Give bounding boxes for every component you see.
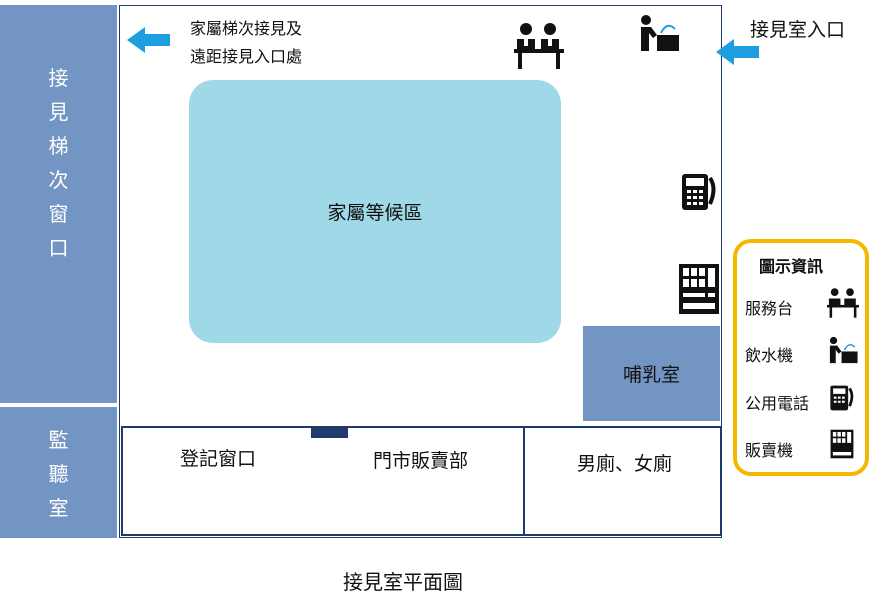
restroom-room bbox=[523, 426, 722, 536]
legend-label-public-phone: 公用電話 bbox=[745, 394, 810, 413]
registration-window-label: 登記窗口 bbox=[180, 448, 257, 470]
visit-room-entrance-label: 接見室入口 bbox=[750, 19, 846, 41]
service-desk-icon bbox=[514, 23, 564, 69]
water-fountain-icon bbox=[641, 15, 679, 51]
door-marker bbox=[311, 426, 348, 438]
family-entrance-line2: 遠距接見入口處 bbox=[190, 47, 303, 66]
legend-label-water-fountain: 飲水機 bbox=[745, 346, 794, 365]
nursing-room-label: 哺乳室 bbox=[622, 364, 680, 386]
legend-label-vending-machine: 販賣機 bbox=[745, 441, 794, 460]
legend-label-service-desk: 服務台 bbox=[745, 299, 794, 318]
monitor-room-panel: 監 聽 室 bbox=[0, 407, 117, 538]
family-entrance-line1: 家屬梯次接見及 bbox=[190, 19, 303, 38]
public-phone-icon bbox=[830, 385, 854, 411]
nursing-room: 哺乳室 bbox=[583, 326, 720, 421]
visit-entrance-arrow-icon bbox=[716, 39, 759, 65]
legend-box: 圖示資訊 服務台 飲水機 公用電話 販賣機 bbox=[733, 239, 869, 476]
restrooms-label: 男廁、女廁 bbox=[577, 453, 673, 475]
left-arrow-icon bbox=[127, 27, 170, 53]
floor-plan-outline bbox=[119, 5, 722, 538]
legend-title: 圖示資訊 bbox=[759, 257, 824, 276]
waiting-area: 家屬等候區 bbox=[189, 80, 561, 343]
visit-window-panel: 接 見 梯 次 窗 口 bbox=[0, 5, 117, 403]
water-fountain-icon bbox=[829, 336, 858, 364]
monitor-room-label: 監 聽 室 bbox=[48, 428, 69, 520]
registration-store-room bbox=[121, 426, 525, 536]
vending-machine-icon bbox=[679, 264, 719, 314]
waiting-area-label: 家屬等候區 bbox=[327, 202, 423, 224]
public-phone-icon bbox=[682, 174, 716, 210]
store-label: 門市販賣部 bbox=[373, 450, 469, 472]
figure-caption: 接見室平面圖 bbox=[343, 570, 463, 594]
service-desk-icon bbox=[827, 288, 859, 318]
vending-machine-icon bbox=[830, 429, 854, 459]
visit-window-label: 接 見 梯 次 窗 口 bbox=[48, 66, 69, 260]
